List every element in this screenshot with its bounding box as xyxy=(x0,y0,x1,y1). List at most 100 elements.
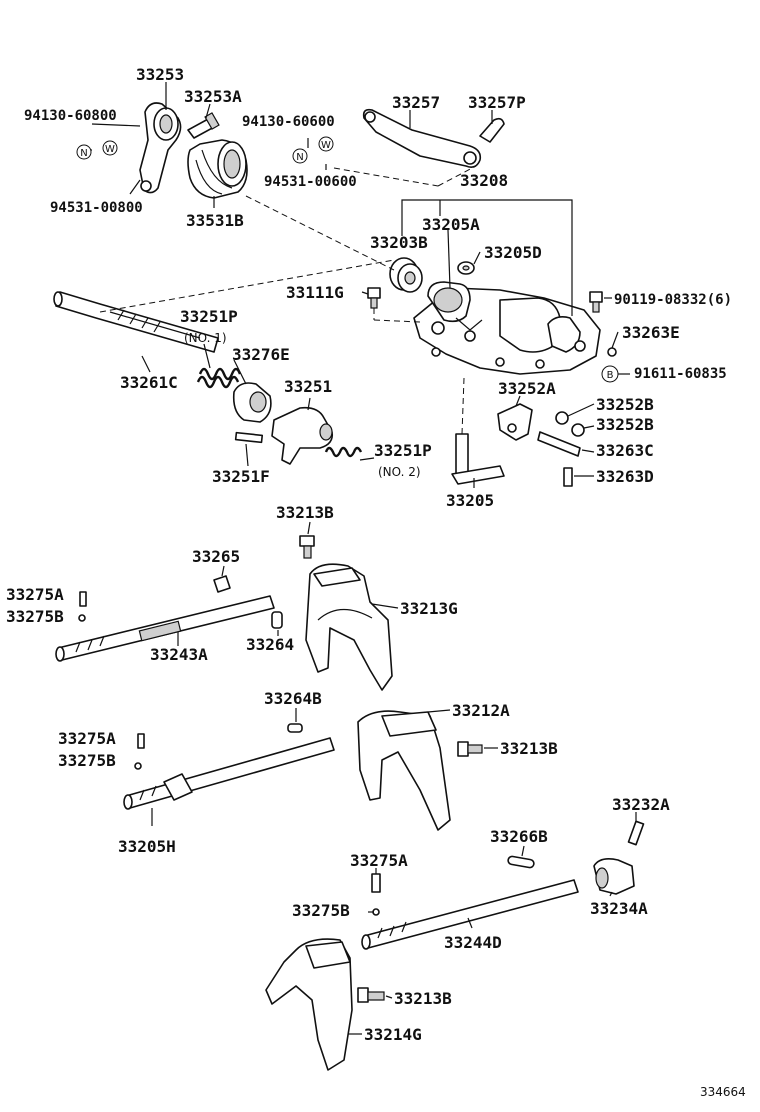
part-33244D-shaft xyxy=(361,879,579,950)
label-33252B-2: 33252B xyxy=(596,415,654,434)
part-33275B-ball-2 xyxy=(134,762,142,770)
label-33253A: 33253A xyxy=(184,87,242,106)
part-33261C-shaft xyxy=(53,291,219,353)
label-33251P-no1: 33251P xyxy=(180,307,238,326)
part-33205D-ring xyxy=(457,261,475,275)
label-33263D: 33263D xyxy=(596,467,654,486)
part-33212A-fork xyxy=(357,710,451,831)
part-33253A-bolt xyxy=(187,112,220,139)
part-33232A-pin xyxy=(627,820,645,846)
part-33111G-bolt xyxy=(367,287,381,309)
part-33234A-head xyxy=(593,858,635,895)
label-33266B: 33266B xyxy=(490,827,548,846)
leader-lines xyxy=(84,82,637,1035)
part-33266B-pin xyxy=(507,855,535,869)
label-33531B: 33531B xyxy=(186,211,244,230)
label-90119-08332: 90119-08332(6) xyxy=(614,292,732,308)
part-33208-housing xyxy=(413,281,601,375)
assembly-dashed-lines xyxy=(99,165,477,435)
part-90119-bolt xyxy=(589,291,603,313)
part-33275B-ball-1 xyxy=(78,614,86,622)
label-33275A-1: 33275A xyxy=(6,585,64,604)
label-33251: 33251 xyxy=(284,377,332,396)
label-33253: 33253 xyxy=(136,65,184,84)
label-33213B-2: 33213B xyxy=(500,739,558,758)
label-33213G: 33213G xyxy=(400,599,458,618)
label-33257P: 33257P xyxy=(468,93,526,112)
part-33263C-pin xyxy=(537,431,581,457)
label-33244D: 33244D xyxy=(444,933,502,952)
label-33111G: 33111G xyxy=(286,283,344,302)
label-33263E: 33263E xyxy=(622,323,680,342)
part-33264-plunger xyxy=(271,611,283,629)
label-33275B-1: 33275B xyxy=(6,607,64,626)
part-33251-selector xyxy=(271,406,334,465)
label-91611-60835: 91611-60835 xyxy=(634,366,727,382)
part-33214G-fork xyxy=(265,938,353,1071)
label-33213B-1: 33213B xyxy=(276,503,334,522)
label-33276E: 33276E xyxy=(232,345,290,364)
label-33205D: 33205D xyxy=(484,243,542,262)
label-33234A: 33234A xyxy=(590,899,648,918)
part-33205-lever xyxy=(451,433,505,485)
label-33212A: 33212A xyxy=(452,701,510,720)
part-33276E-collar xyxy=(232,382,272,423)
badge-b-1: B xyxy=(601,365,619,383)
label-33203B: 33203B xyxy=(370,233,428,252)
label-33208: 33208 xyxy=(460,171,508,190)
svg-text:N: N xyxy=(80,148,87,159)
label-33275B-2: 33275B xyxy=(58,751,116,770)
label-no1: (NO. 1) xyxy=(184,331,227,345)
part-33275A-spring-1 xyxy=(79,591,87,607)
part-33265-ball xyxy=(213,575,231,593)
part-33257P-pin xyxy=(479,117,505,143)
svg-text:N: N xyxy=(296,152,303,163)
part-33251F-pin xyxy=(234,431,264,444)
label-33214G: 33214G xyxy=(364,1025,422,1044)
part-33205H-shaft xyxy=(123,737,335,810)
label-94130-60600: 94130-60600 xyxy=(242,114,335,130)
label-no2: (NO. 2) xyxy=(378,465,421,479)
label-33213B-3: 33213B xyxy=(394,989,452,1008)
part-33251P-spring-1 xyxy=(196,367,242,389)
label-33251F: 33251F xyxy=(212,467,270,486)
svg-text:W: W xyxy=(105,144,115,155)
part-33257-link xyxy=(362,108,482,168)
part-33275A-spring-2 xyxy=(137,733,145,749)
badge-w-2: W xyxy=(318,136,334,152)
part-33213G-fork xyxy=(305,563,393,691)
part-33264B-plunger xyxy=(287,723,303,733)
part-33253-lever xyxy=(139,102,182,194)
part-33203B-bushing xyxy=(389,257,423,293)
part-33243A-shaft xyxy=(55,595,275,662)
part-33252B-clip-2 xyxy=(571,423,585,437)
svg-text:W: W xyxy=(321,140,331,151)
badge-w-1: W xyxy=(102,140,118,156)
label-33205: 33205 xyxy=(446,491,494,510)
label-94531-00800: 94531-00800 xyxy=(50,200,143,216)
label-33257: 33257 xyxy=(392,93,440,112)
label-33265: 33265 xyxy=(192,547,240,566)
part-33251P-spring-2 xyxy=(324,446,363,458)
diagram-id: 334664 xyxy=(700,1085,746,1099)
part-33213B-bolt-2 xyxy=(457,741,483,757)
label-33252A: 33252A xyxy=(498,379,556,398)
label-33205H: 33205H xyxy=(118,837,176,856)
label-94130-60800: 94130-60800 xyxy=(24,108,117,124)
badge-n-2: N xyxy=(292,148,308,164)
label-33243A: 33243A xyxy=(150,645,208,664)
label-33264B: 33264B xyxy=(264,689,322,708)
label-33263C: 33263C xyxy=(596,441,654,460)
label-33275A-3: 33275A xyxy=(350,851,408,870)
svg-text:B: B xyxy=(607,370,614,381)
part-33213B-bolt-3 xyxy=(357,987,385,1003)
badge-n-1: N xyxy=(76,144,92,160)
label-33232A: 33232A xyxy=(612,795,670,814)
part-33531B-boot xyxy=(187,139,248,199)
label-33205A: 33205A xyxy=(422,215,480,234)
part-33252B-clip-1 xyxy=(555,411,569,425)
label-33251P-no2: 33251P xyxy=(374,441,432,460)
part-33213B-bolt-1 xyxy=(299,535,315,559)
part-33263E-washer xyxy=(607,347,617,357)
